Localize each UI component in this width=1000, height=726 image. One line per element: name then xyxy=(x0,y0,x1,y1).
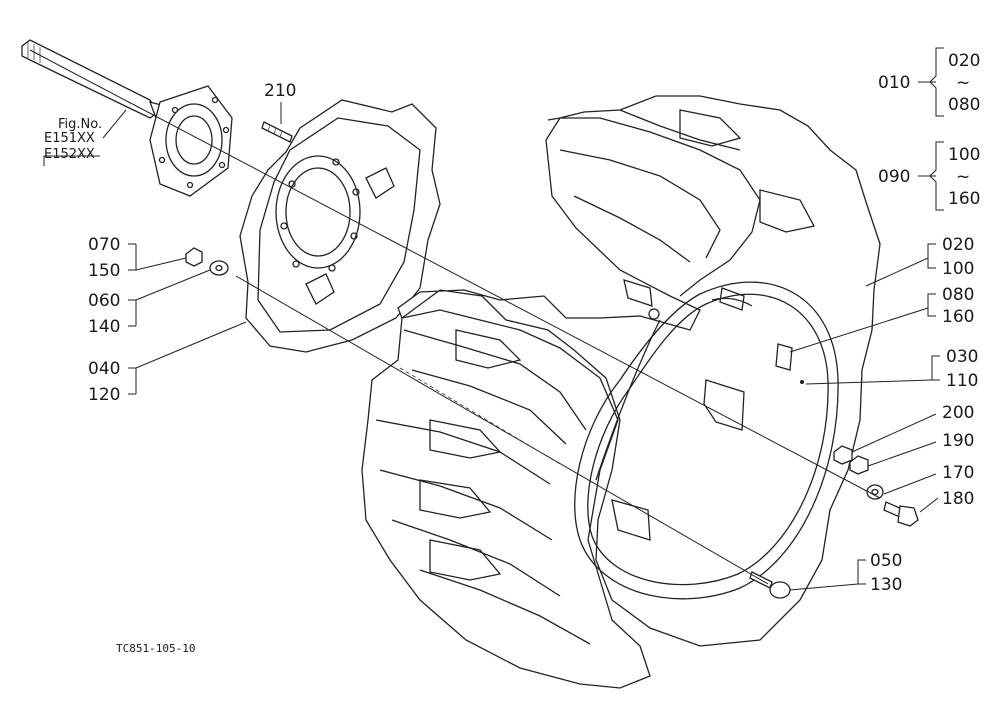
fig-ref-1: E151XX xyxy=(44,131,95,146)
callout-070: 070 xyxy=(88,235,120,255)
callout-080: 080 xyxy=(942,285,974,305)
callout-100-range: 100 xyxy=(948,145,980,165)
callout-110: 110 xyxy=(946,371,978,391)
fig-ref-2: E152XX xyxy=(44,147,95,162)
callout-160-range: 160 xyxy=(948,189,980,209)
nut-small xyxy=(185,247,203,267)
callout-120: 120 xyxy=(88,385,120,405)
callout-090: 090 xyxy=(878,167,910,187)
callout-140: 140 xyxy=(88,317,120,337)
tire xyxy=(361,95,881,689)
range-tilde-1: ~ xyxy=(956,73,970,93)
callout-160: 160 xyxy=(942,307,974,327)
callout-180: 180 xyxy=(942,489,974,509)
wheel-rim xyxy=(574,279,839,600)
nut-190 xyxy=(849,455,869,475)
callout-200: 200 xyxy=(942,403,974,423)
callout-150: 150 xyxy=(88,261,120,281)
callout-170: 170 xyxy=(942,463,974,483)
callout-060: 060 xyxy=(88,291,120,311)
bolt-180 xyxy=(883,501,919,527)
callout-210: 210 xyxy=(264,81,296,101)
callout-010: 010 xyxy=(878,73,910,93)
callout-040: 040 xyxy=(88,359,120,379)
washer-170 xyxy=(866,484,884,500)
callout-130: 130 xyxy=(870,575,902,595)
callout-080-range: 080 xyxy=(948,95,980,115)
fig-no-label: Fig.No. xyxy=(58,117,102,132)
assembly-axes xyxy=(29,49,881,585)
drawing-code: TC851-105-10 xyxy=(116,642,195,655)
callout-020: 020 xyxy=(942,235,974,255)
leader-lines xyxy=(43,47,944,591)
callout-020-range: 020 xyxy=(948,51,980,71)
callout-030: 030 xyxy=(946,347,978,367)
callout-050: 050 xyxy=(870,551,902,571)
washer-small xyxy=(209,260,229,276)
callout-100: 100 xyxy=(942,259,974,279)
stud-bolt xyxy=(261,121,293,143)
axle-flange xyxy=(149,85,233,197)
callout-190: 190 xyxy=(942,431,974,451)
wheel-disc xyxy=(239,99,441,353)
range-tilde-2: ~ xyxy=(956,167,970,187)
